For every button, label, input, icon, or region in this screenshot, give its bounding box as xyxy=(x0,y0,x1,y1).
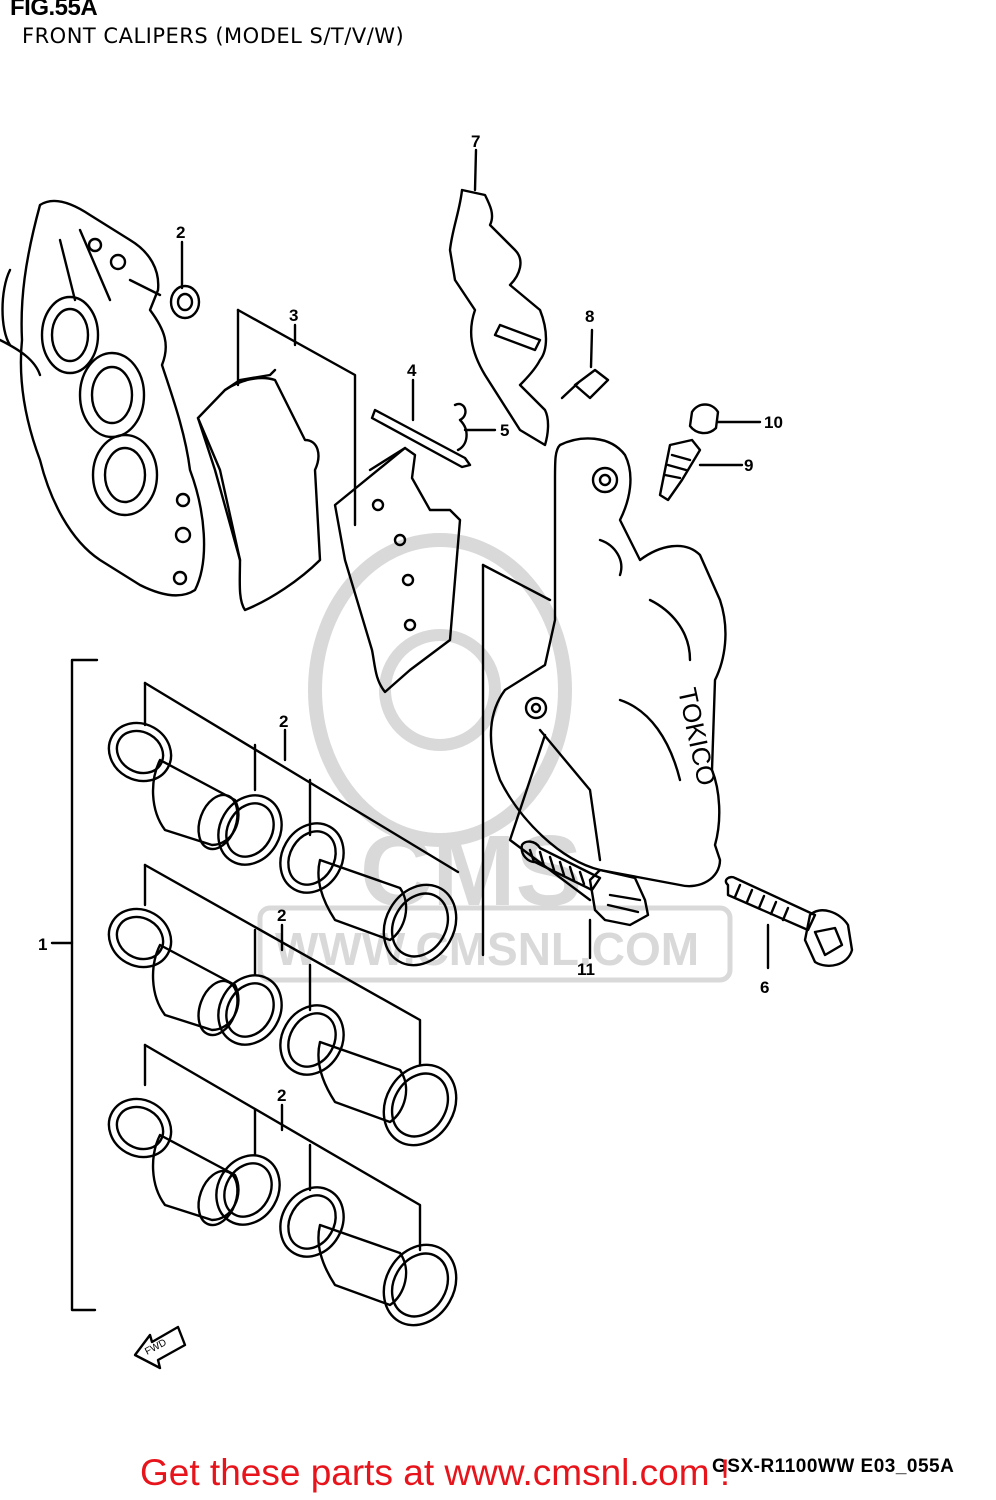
brake-pad-3 xyxy=(196,308,357,612)
callout-11: 11 xyxy=(577,960,595,979)
piston-row-1 xyxy=(107,681,460,967)
bolt-11 xyxy=(520,840,650,960)
kit-bracket-1 xyxy=(50,658,99,1312)
callout-6: 6 xyxy=(760,978,769,997)
callout-2-row1: 2 xyxy=(279,712,288,731)
figure-title: FIG.55A xyxy=(10,0,98,21)
clip-5 xyxy=(453,402,468,452)
promo-link[interactable]: Get these parts at www.cmsnl.com ! xyxy=(140,1452,731,1493)
callout-4: 4 xyxy=(407,361,417,380)
model-code: GSX-R1100WW E03_055A xyxy=(712,1456,955,1477)
figure-subtitle: FRONT CALIPERS (MODEL S/T/V/W) xyxy=(22,24,405,48)
callout-5: 5 xyxy=(500,421,509,440)
piston-row-2 xyxy=(107,863,458,1147)
callout-10: 10 xyxy=(764,413,783,432)
bracket-lines xyxy=(481,563,552,957)
bolt-8 xyxy=(560,328,610,400)
watermark-url: WWW.CMSNL.COM xyxy=(275,923,699,975)
fwd-arrow: FWD xyxy=(133,1325,187,1370)
watermark: CMS WWW.CMSNL.COM xyxy=(257,533,733,983)
pin-4 xyxy=(370,408,472,469)
callout-2-row3: 2 xyxy=(277,1086,286,1105)
bolt-6 xyxy=(724,875,854,970)
callout-8: 8 xyxy=(585,307,594,326)
callout-3: 3 xyxy=(289,306,298,325)
brake-pad-3-rear xyxy=(333,446,462,694)
callout-7: 7 xyxy=(471,132,480,151)
leader-lines xyxy=(180,240,497,1132)
callout-2-row2: 2 xyxy=(277,906,286,925)
outer-caliper-half xyxy=(0,199,206,597)
pad-spring-7 xyxy=(448,148,550,447)
callout-1: 1 xyxy=(38,935,47,954)
callout-9: 9 xyxy=(744,456,753,475)
seal-2-top xyxy=(169,284,201,320)
bleeder-cap-10 xyxy=(688,403,762,435)
bleeder-valve-9 xyxy=(658,438,744,502)
callout-labels: 1 2 2 2 2 3 4 5 6 7 8 9 10 11 xyxy=(38,132,783,1105)
callout-2-top: 2 xyxy=(176,223,185,242)
piston-row-3 xyxy=(107,1043,458,1327)
